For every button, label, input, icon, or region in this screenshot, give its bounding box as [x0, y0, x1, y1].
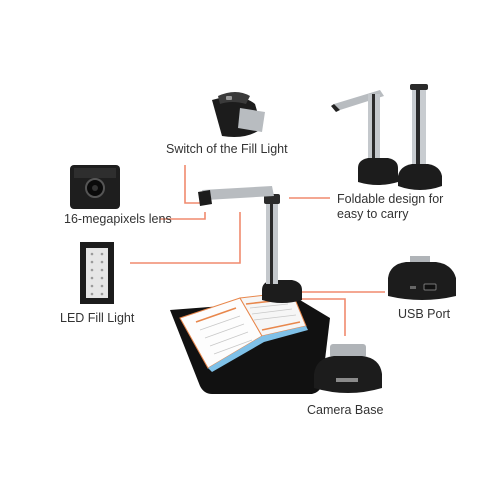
- folded-scanner-image-1: [331, 90, 398, 185]
- label-lens: 16-megapixels lens: [64, 212, 172, 226]
- switch-closeup-image: [212, 92, 265, 137]
- scanner-base: [262, 280, 302, 303]
- label-foldable-line2: easy to carry: [337, 207, 409, 221]
- main-scanner-image: [170, 186, 330, 394]
- callout-line-base: [296, 298, 346, 336]
- label-camera-base: Camera Base: [307, 403, 384, 417]
- callout-line-lens: [160, 212, 206, 220]
- label-switch-fill-light: Switch of the Fill Light: [166, 142, 288, 156]
- lens-closeup-image: [70, 165, 120, 209]
- document-text-lines: [199, 303, 297, 355]
- usb-port-closeup-image: [388, 256, 456, 300]
- label-usb-port: USB Port: [398, 307, 451, 321]
- led-panel-image: [80, 242, 114, 304]
- camera-base-closeup-image: [314, 344, 382, 393]
- scanner-head-arm: [202, 186, 274, 200]
- label-led-fill-light: LED Fill Light: [60, 311, 135, 325]
- callout-line-led: [130, 212, 241, 264]
- label-foldable-line1: Foldable design for: [337, 192, 444, 206]
- folded-scanner-image-2: [398, 84, 442, 190]
- document-blue-edge: [208, 326, 308, 372]
